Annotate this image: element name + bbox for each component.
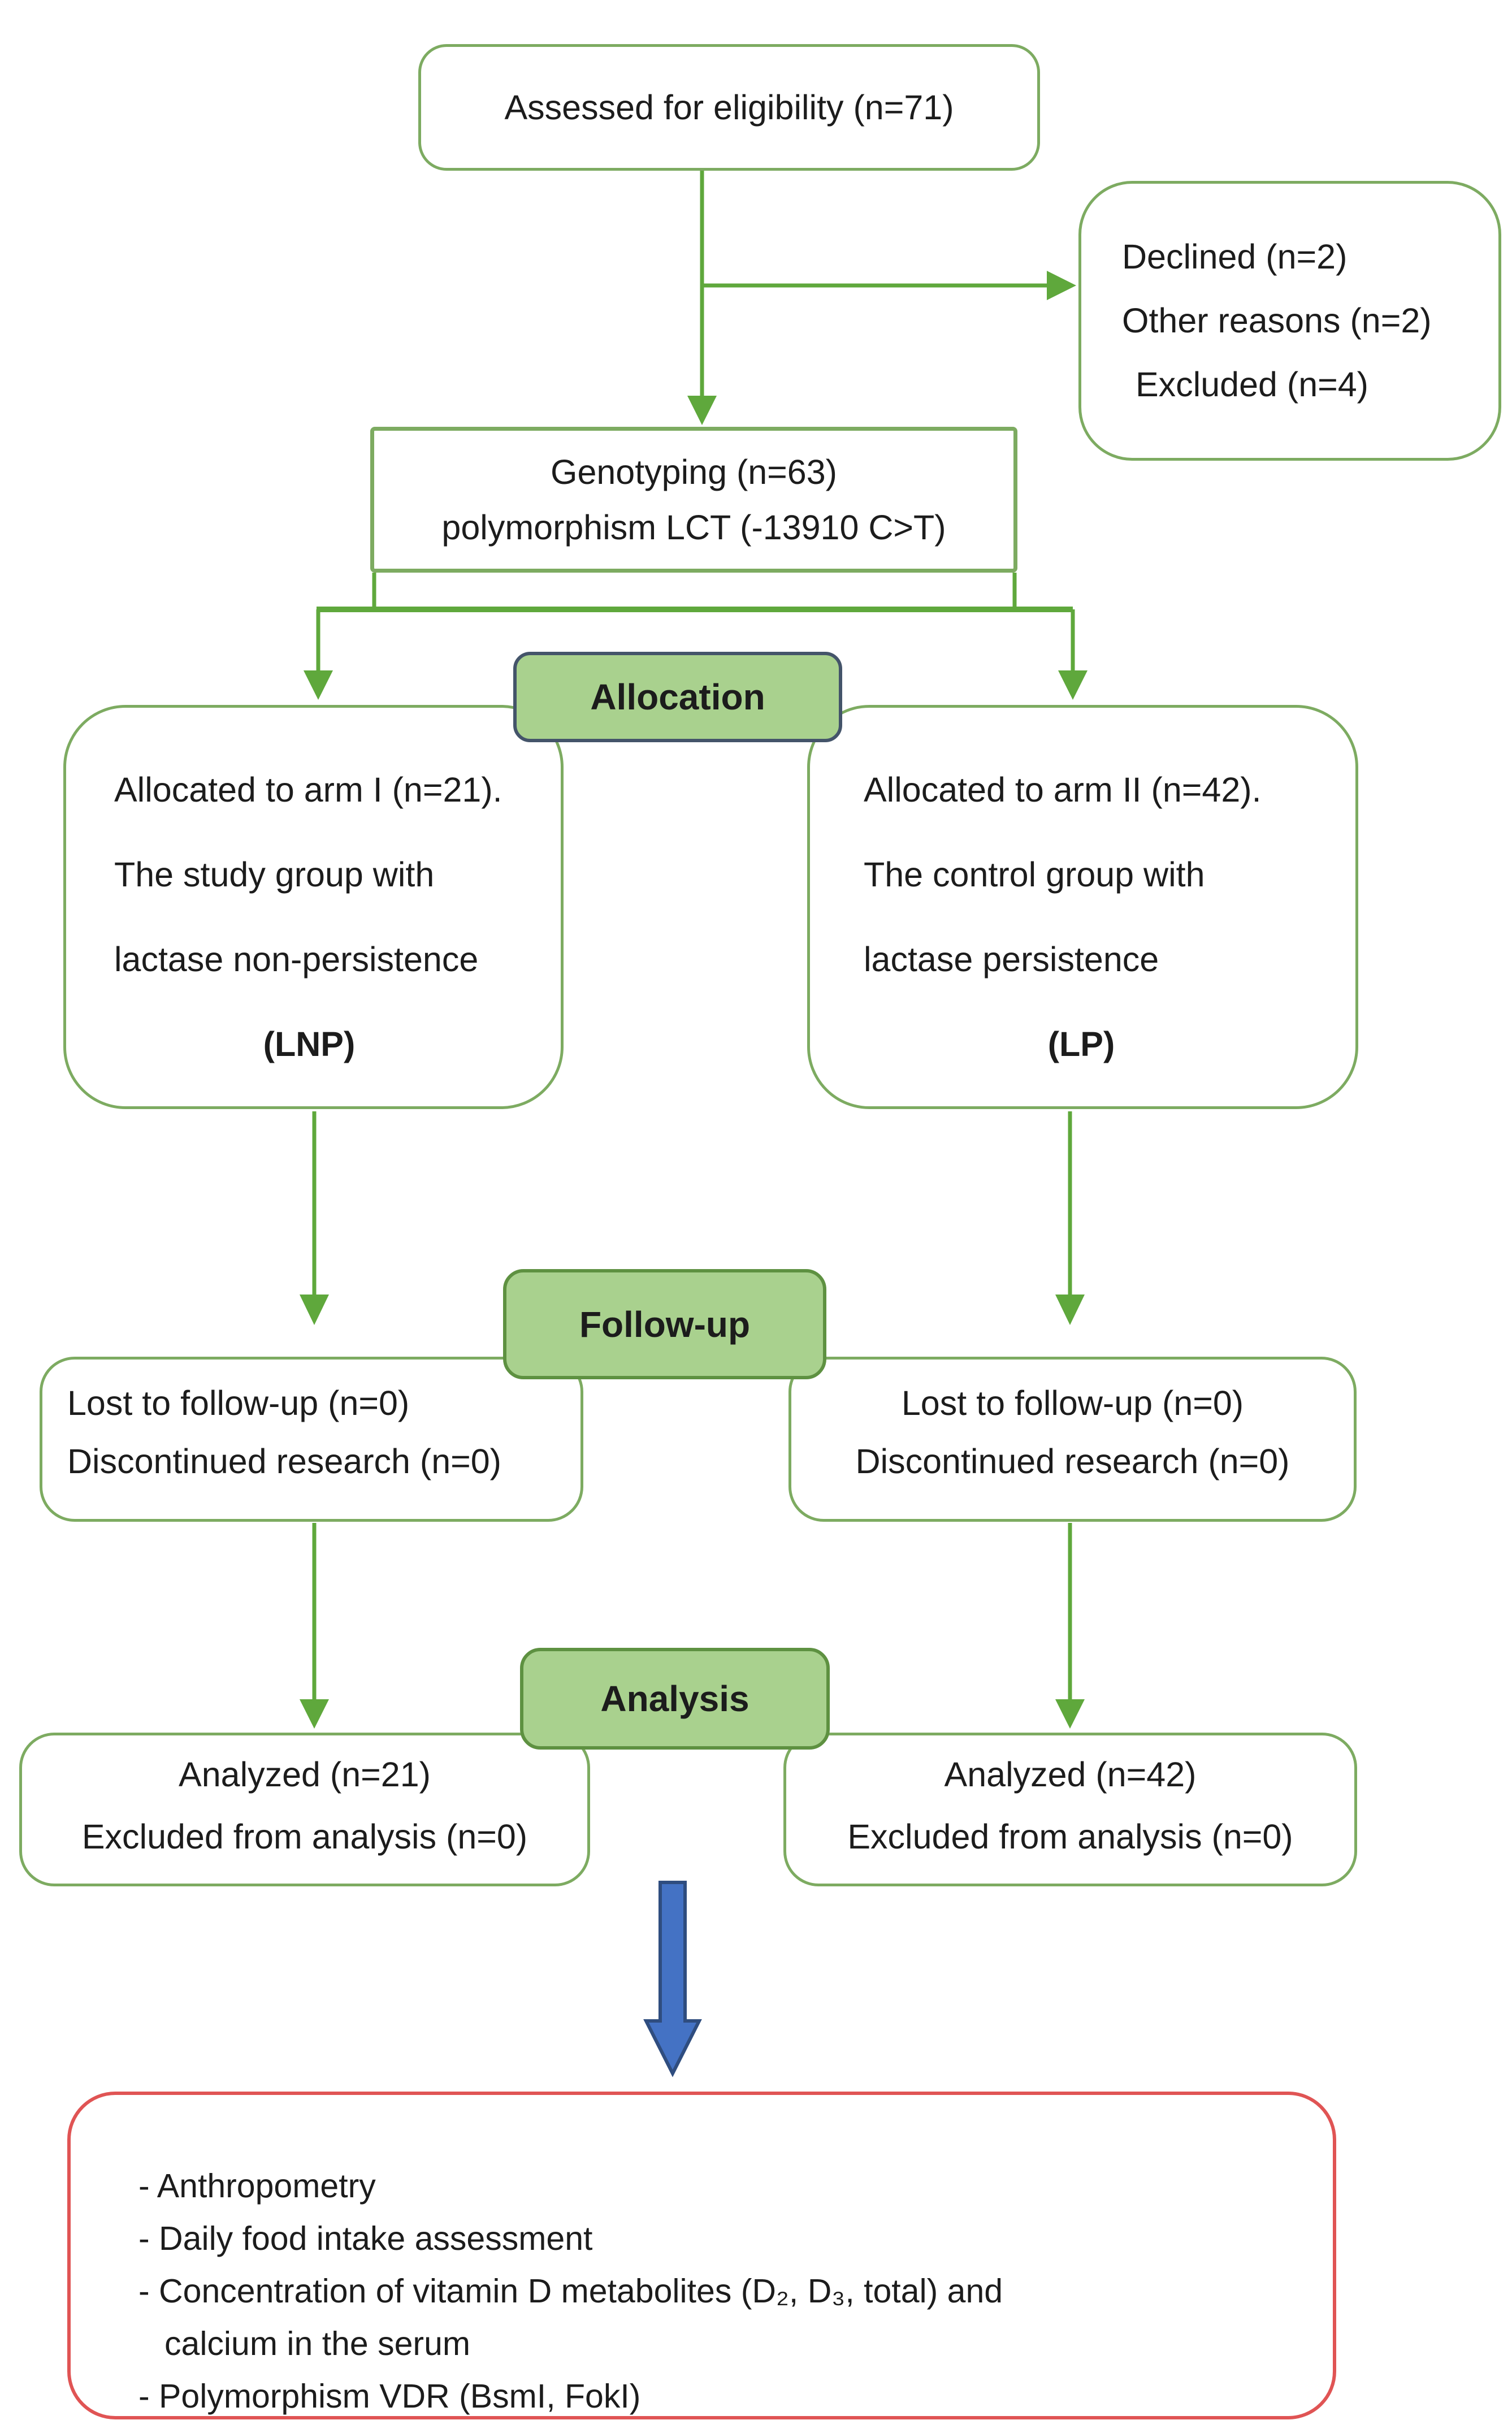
exclusion-branch-arrowhead-icon — [1047, 271, 1076, 300]
outcomes-box: - Anthropometry - Daily food intake asse… — [67, 2092, 1336, 2419]
followup-left-to-analysis-arrowhead-icon — [300, 1699, 329, 1729]
outcomes-item-vdr: - Polymorphism VDR (BsmI, FokI) — [138, 2378, 641, 2415]
split-to-arm2-arrowhead-icon — [1058, 670, 1088, 700]
arm2-abbr: (LP) — [1047, 1025, 1115, 1063]
analysis-left-line2: Excluded from analysis (n=0) — [81, 1817, 528, 1856]
analysis-left-line1: Analyzed (n=21) — [179, 1755, 431, 1794]
arm1-line2: The study group with — [114, 855, 435, 894]
arm2-line2: The control group with — [864, 855, 1205, 894]
genotyping-line2: polymorphism LCT (-13910 C>T) — [441, 508, 946, 547]
analysis-label-text: Analysis — [600, 1678, 749, 1719]
eligibility-to-genotyping-arrowhead-icon — [687, 396, 717, 425]
followup-left-line2: Discontinued research (n=0) — [67, 1442, 501, 1480]
assessed-text: Assessed for eligibility (n=71) — [504, 88, 954, 127]
outcomes-item-anthropometry: - Anthropometry — [138, 2167, 376, 2205]
allocation-stage-label: Allocation — [513, 652, 842, 742]
allocation-label-text: Allocation — [590, 677, 765, 717]
split-to-arm1-arrowhead-icon — [304, 670, 333, 700]
arm1-line3: lactase non-persistence — [114, 940, 479, 979]
followup-right-box: Lost to follow-up (n=0) Discontinued res… — [789, 1357, 1357, 1522]
followup-right-to-analysis-arrowhead-icon — [1055, 1699, 1085, 1729]
exclusions-box: Declined (n=2) Other reasons (n=2) Exclu… — [1078, 181, 1501, 461]
outcomes-item-food-intake: - Daily food intake assessment — [138, 2220, 593, 2257]
genotyping-line1: Genotyping (n=63) — [551, 453, 837, 491]
arm1-line1: Allocated to arm I (n=21). — [114, 770, 502, 809]
arm2-box: Allocated to arm II (n=42). The control … — [807, 705, 1358, 1109]
assessed-box: Assessed for eligibility (n=71) — [418, 44, 1040, 171]
arm2-line3: lactase persistence — [864, 940, 1159, 979]
arm1-to-followup-arrowhead-icon — [300, 1295, 329, 1325]
followup-left-box: Lost to follow-up (n=0) Discontinued res… — [40, 1357, 583, 1522]
followup-right-line1: Lost to follow-up (n=0) — [901, 1384, 1244, 1422]
arm1-box: Allocated to arm I (n=21). The study gro… — [63, 705, 564, 1109]
analysis-stage-label: Analysis — [520, 1648, 830, 1750]
exclusions-line-other: Other reasons (n=2) — [1122, 301, 1432, 340]
analysis-to-outcomes-arrow-icon — [643, 1881, 702, 2077]
outcomes-item-vitamin-d-cont: calcium in the serum — [164, 2325, 471, 2362]
analysis-right-box: Analyzed (n=42) Excluded from analysis (… — [783, 1733, 1357, 1886]
outcomes-item-vitamin-d: - Concentration of vitamin D metabolites… — [138, 2272, 1003, 2310]
analysis-right-line2: Excluded from analysis (n=0) — [847, 1817, 1293, 1856]
analysis-right-line1: Analyzed (n=42) — [944, 1755, 1197, 1794]
followup-right-line2: Discontinued research (n=0) — [855, 1442, 1290, 1480]
arm2-to-followup-arrowhead-icon — [1055, 1295, 1085, 1325]
arm1-abbr: (LNP) — [263, 1025, 356, 1063]
analysis-left-box: Analyzed (n=21) Excluded from analysis (… — [19, 1733, 590, 1886]
followup-left-line1: Lost to follow-up (n=0) — [67, 1384, 410, 1422]
exclusions-line-excluded: Excluded (n=4) — [1136, 365, 1368, 404]
genotyping-box: Genotyping (n=63) polymorphism LCT (-139… — [370, 427, 1017, 573]
exclusions-line-declined: Declined (n=2) — [1122, 237, 1348, 276]
followup-label-text: Follow-up — [579, 1304, 751, 1345]
arm2-line1: Allocated to arm II (n=42). — [864, 770, 1262, 809]
followup-stage-label: Follow-up — [503, 1269, 826, 1379]
